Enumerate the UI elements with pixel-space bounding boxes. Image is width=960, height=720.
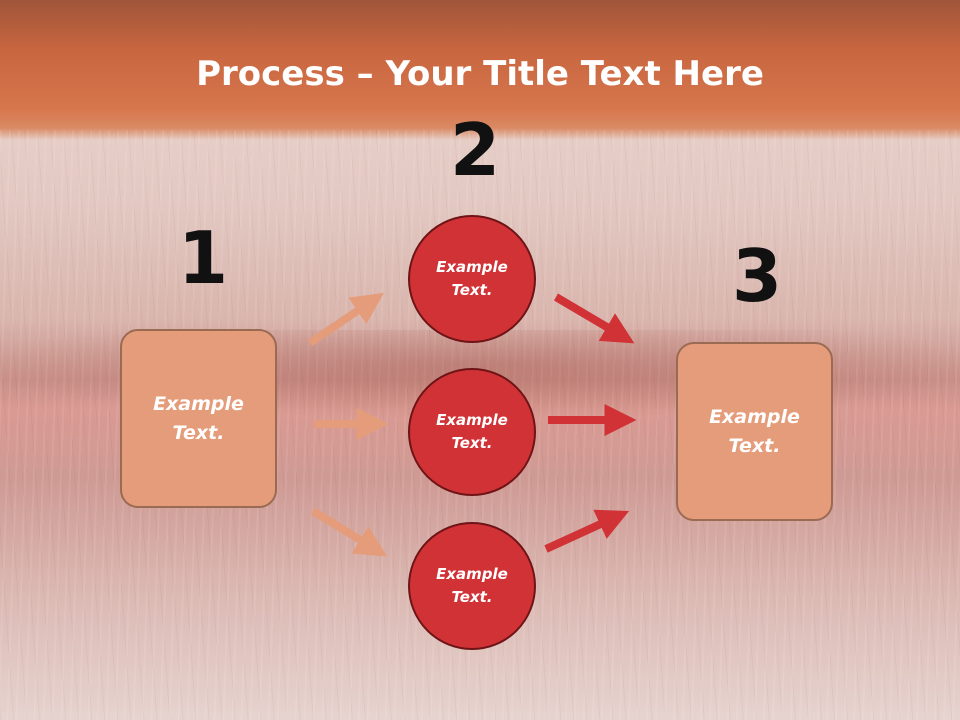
arrow-left-down bbox=[310, 507, 388, 557]
step-number-1: 1 bbox=[178, 216, 229, 300]
circle-top-text: Example Text. bbox=[436, 258, 508, 299]
slide-title: Process – Your Title Text Here bbox=[0, 52, 960, 96]
title-rest: – Your Title Text Here bbox=[344, 54, 764, 94]
step-1-text: Example Text. bbox=[153, 392, 244, 444]
circle-middle-text: Example Text. bbox=[436, 411, 508, 452]
circle-bottom-text: Example Text. bbox=[436, 565, 508, 606]
step-2-circle-top[interactable]: Example Text. bbox=[408, 215, 536, 343]
step-2-circle-middle[interactable]: Example Text. bbox=[408, 368, 536, 496]
step-3-text: Example Text. bbox=[709, 405, 800, 457]
arrow-right-up bbox=[544, 509, 630, 553]
title-bold: Process bbox=[196, 54, 345, 94]
step-number-2: 2 bbox=[450, 108, 501, 192]
step-3-box[interactable]: Example Text. bbox=[676, 342, 833, 521]
step-2-circle-bottom[interactable]: Example Text. bbox=[408, 522, 536, 650]
arrow-right-down bbox=[553, 293, 635, 344]
step-number-3: 3 bbox=[732, 234, 783, 318]
step-1-box[interactable]: Example Text. bbox=[120, 329, 277, 508]
arrow-left-up bbox=[307, 292, 384, 347]
